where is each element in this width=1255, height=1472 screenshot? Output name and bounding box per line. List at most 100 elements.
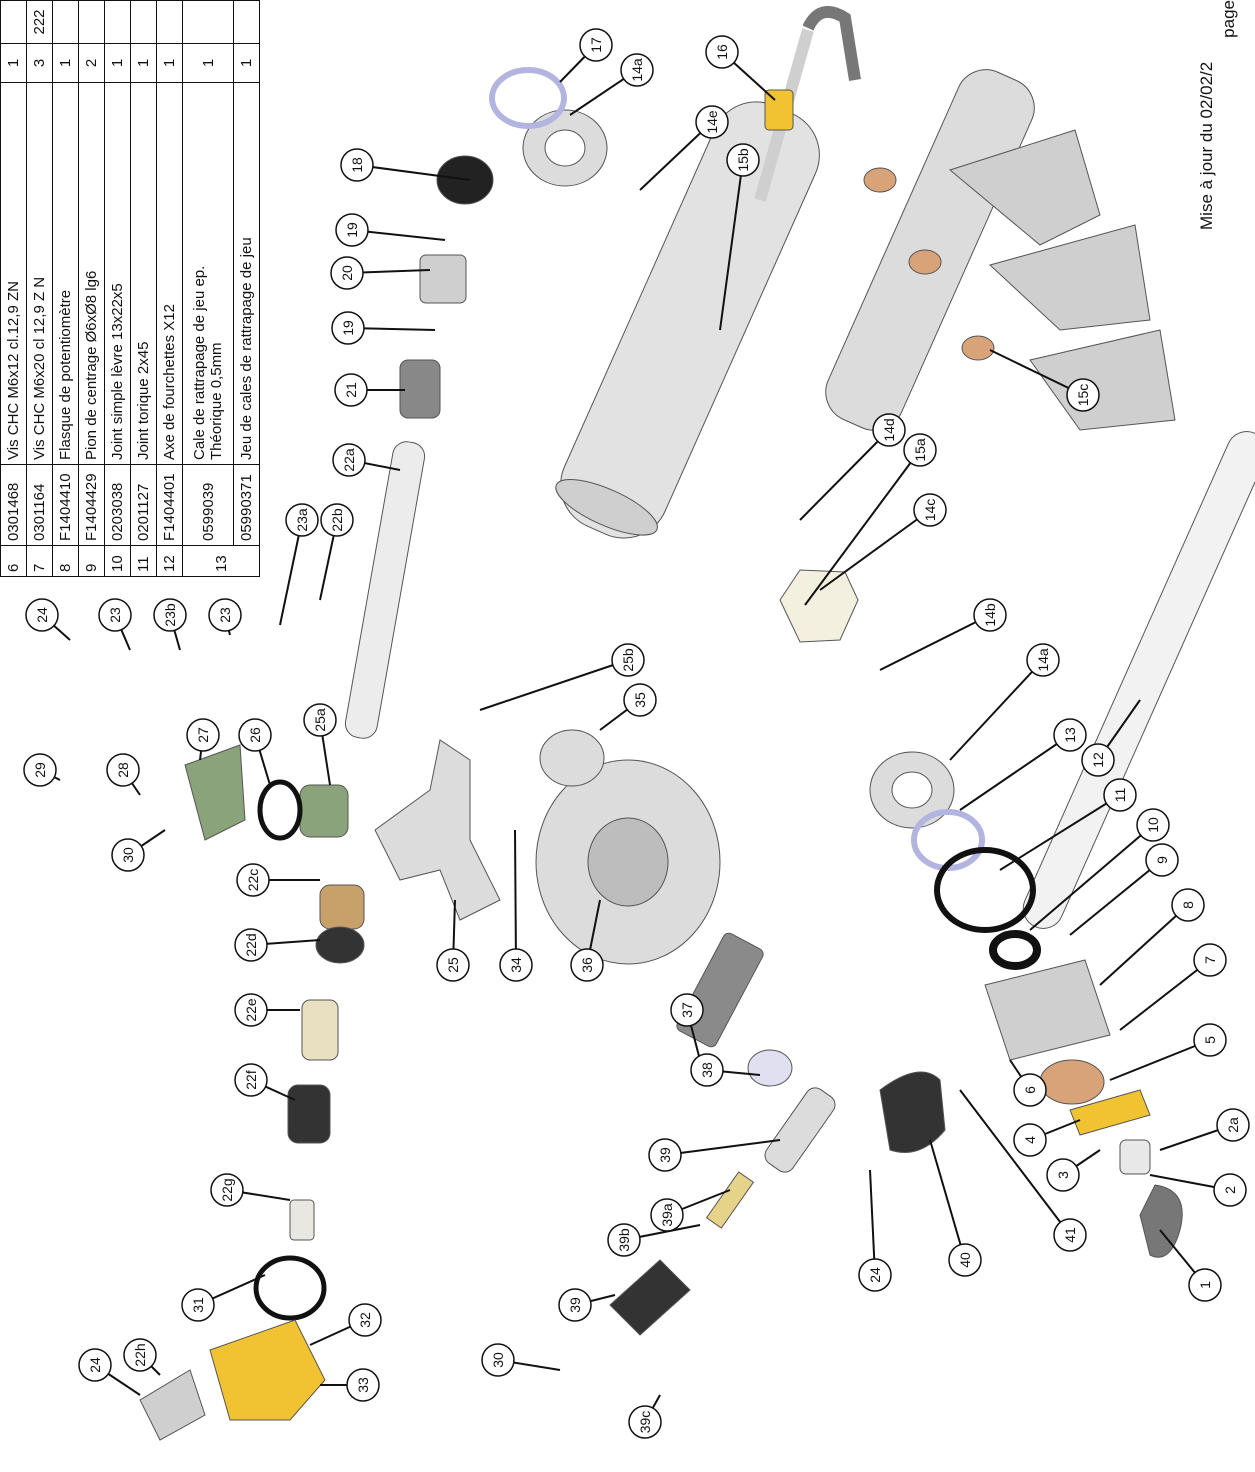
- callout-bubble: 22b: [320, 503, 354, 537]
- callout-label: 32: [357, 1312, 373, 1328]
- bearing-bottom: [869, 751, 955, 829]
- callout-bubble: 22c: [236, 863, 270, 897]
- callout-label: 14a: [629, 58, 645, 82]
- leader-line: [719, 159, 744, 331]
- callout-circle: [620, 53, 654, 87]
- callout-bubble: 25: [436, 948, 470, 982]
- callout-bubble: 23b: [153, 598, 187, 632]
- callout-label: 2: [1222, 1186, 1238, 1194]
- bronze-bushing: [319, 884, 365, 930]
- callout-label: 23b: [162, 603, 178, 627]
- leader-line: [664, 1139, 781, 1156]
- callout-circle: [1053, 1218, 1087, 1252]
- callout-bubble: 36: [570, 948, 604, 982]
- callout-bubble: 15b: [726, 143, 760, 177]
- connector: [1139, 1184, 1183, 1258]
- callout-circle: [320, 503, 354, 537]
- callout-label: 39: [567, 1297, 583, 1313]
- callout-circle: [648, 1138, 682, 1172]
- sensor-body: [139, 1369, 206, 1441]
- selector-shaft: [344, 441, 426, 739]
- cover-flange: [184, 744, 246, 841]
- callout-circle: [481, 1343, 515, 1377]
- callout-bubble: 15c: [1066, 378, 1100, 412]
- damper: [287, 1084, 331, 1144]
- callout-circle: [858, 1258, 892, 1292]
- callout-label: 40: [957, 1252, 973, 1268]
- callout-circle: [872, 413, 906, 447]
- gasket: [1039, 1059, 1105, 1105]
- leader-line: [1099, 904, 1189, 986]
- callout-circle: [111, 838, 145, 872]
- callout-label: 17: [588, 37, 604, 53]
- callout-circle: [1216, 1108, 1250, 1142]
- callout-label: 15a: [912, 438, 928, 462]
- callout-circle: [690, 1053, 724, 1087]
- callout-bubble: 1: [1188, 1268, 1222, 1302]
- callout-bubble: 23a: [285, 503, 319, 537]
- leader-line: [989, 349, 1084, 396]
- callout-label: 19: [340, 320, 356, 336]
- leader-line: [1069, 859, 1163, 936]
- callout-bubble: 37: [670, 993, 704, 1027]
- callout-circle: [285, 503, 319, 537]
- callout-circle: [208, 598, 242, 632]
- callout-label: 2a: [1225, 1117, 1241, 1133]
- callout-label: 26: [247, 727, 263, 743]
- callout-circle: [78, 1348, 112, 1382]
- callout-bubble: 6: [1013, 1073, 1047, 1107]
- leader-line: [959, 1089, 1071, 1236]
- callout-bubble: 33: [346, 1368, 380, 1402]
- needle-bearing: [419, 254, 467, 304]
- callout-circle: [499, 948, 533, 982]
- callout-label: 35: [632, 692, 648, 708]
- callout-bubble: 38: [690, 1053, 724, 1087]
- callout-bubble: 2a: [1216, 1108, 1250, 1142]
- bracket: [1069, 1089, 1151, 1136]
- callout-bubble: 14c: [913, 493, 947, 527]
- indexing-cam: [779, 569, 859, 643]
- callout-bubble: 39: [648, 1138, 682, 1172]
- callout-bubble: 24: [25, 598, 59, 632]
- spring: [705, 1171, 755, 1229]
- callout-label: 41: [1062, 1227, 1078, 1243]
- leader-line: [959, 734, 1071, 811]
- callout-circle: [623, 683, 657, 717]
- callout-bubble: 24: [858, 1258, 892, 1292]
- callout-circle: [726, 143, 760, 177]
- callout-circle: [236, 863, 270, 897]
- leader-line: [804, 449, 921, 606]
- leader-line: [1109, 1039, 1211, 1081]
- fork-rod: [1022, 431, 1255, 929]
- callout-label: 37: [679, 1002, 695, 1018]
- callout-label: 23: [217, 607, 233, 623]
- callout-bubble: 39: [558, 1288, 592, 1322]
- callout-label: 22d: [243, 933, 259, 956]
- selector-lever: [374, 739, 501, 921]
- callout-label: 25a: [312, 708, 328, 732]
- leader-line: [1029, 824, 1154, 931]
- callout-label: 14a: [1035, 648, 1051, 672]
- callout-circle: [238, 718, 272, 752]
- callout-label: 14b: [982, 603, 998, 627]
- callout-circle: [181, 1288, 215, 1322]
- cylinder-housing: [609, 1259, 691, 1336]
- callout-circle: [348, 1303, 382, 1337]
- callout-circle: [1193, 943, 1227, 977]
- callout-bubble: 40: [948, 1243, 982, 1277]
- actuator: [879, 1071, 946, 1153]
- bearing-top: [522, 109, 608, 187]
- needle-roller: [299, 784, 349, 838]
- callout-bubble: 12: [1081, 743, 1115, 777]
- brass-housing: [209, 1319, 326, 1421]
- callout-circle: [334, 373, 368, 407]
- callout-circle: [705, 35, 739, 69]
- callout-bubble: 11: [1103, 778, 1137, 812]
- callout-circle: [948, 1243, 982, 1277]
- callout-bubble: 14b: [973, 598, 1007, 632]
- leader-line: [929, 1139, 966, 1261]
- callout-label: 22e: [243, 998, 259, 1022]
- callout-circle: [1026, 643, 1060, 677]
- callout-bubble: 35: [623, 683, 657, 717]
